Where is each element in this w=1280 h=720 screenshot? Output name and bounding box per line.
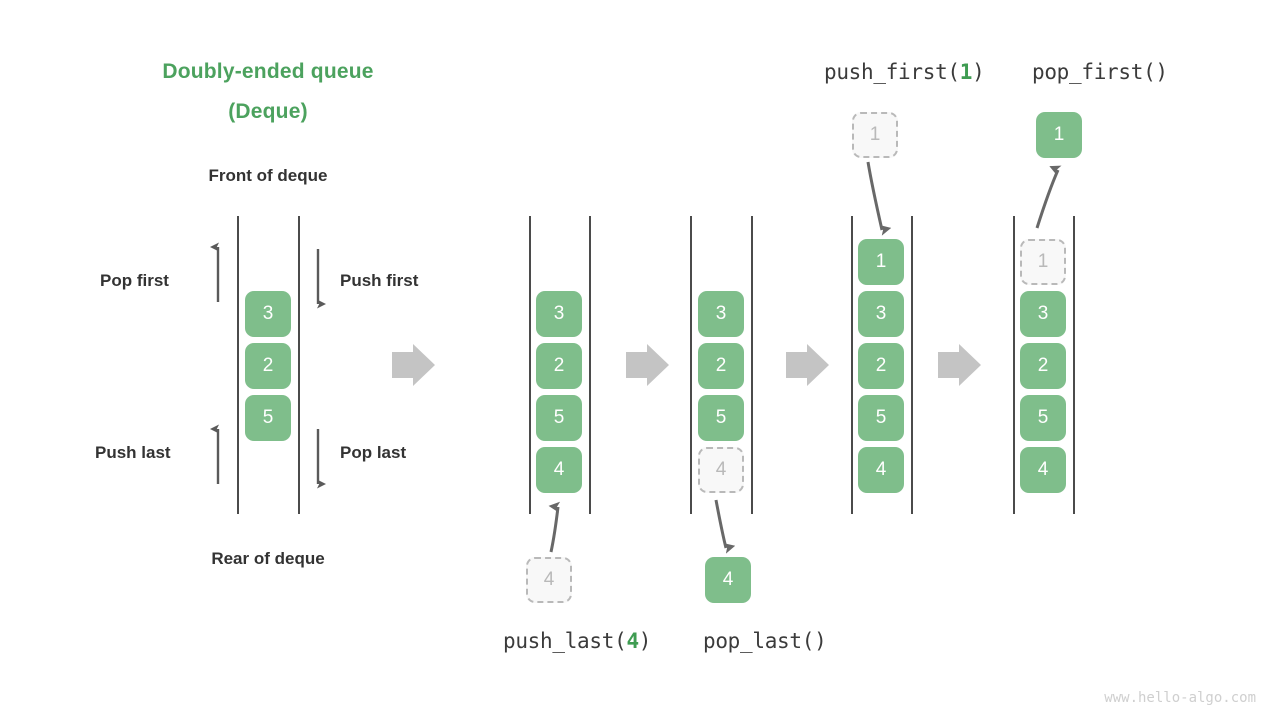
deque-cell: 2: [698, 343, 744, 389]
deque-cell: 4: [536, 447, 582, 493]
deque-rail-right-stage1: [298, 216, 300, 514]
block-arrow-3: [786, 344, 829, 386]
page-title-line2: (Deque): [228, 100, 308, 123]
incoming-cell-push-first: 1: [852, 112, 898, 158]
deque-cell: 5: [858, 395, 904, 441]
deque-rail-right-stage4: [911, 216, 913, 514]
outgoing-cell-pop-first: 1: [1036, 112, 1082, 158]
block-arrow-1: [392, 344, 435, 386]
op-label-pop-first: pop_first(): [1032, 60, 1168, 84]
deque-cell: 2: [858, 343, 904, 389]
deque-rail-left-stage3: [690, 216, 692, 514]
incoming-cell-push-last: 4: [526, 557, 572, 603]
arrow-pop-first-flow: [1035, 165, 1062, 229]
arrow-push-first-flow: [866, 161, 892, 236]
deque-cell: 4: [858, 447, 904, 493]
deque-cell: 4: [1020, 447, 1066, 493]
deque-rail-right-stage5: [1073, 216, 1075, 514]
label-front-of-deque: Front of deque: [208, 166, 328, 185]
deque-cell: 5: [536, 395, 582, 441]
label-pop-last: Pop last: [340, 443, 407, 462]
deque-rail-right-stage3: [751, 216, 753, 514]
deque-cell-removed: 4: [698, 447, 744, 493]
deque-cell: 1: [858, 239, 904, 285]
block-arrow-4: [938, 344, 981, 386]
deque-cell: 3: [245, 291, 291, 337]
label-rear-of-deque: Rear of deque: [211, 549, 325, 568]
arrow-pop-last-flow: [714, 499, 736, 554]
label-push-last: Push last: [95, 443, 171, 462]
deque-rail-left-stage2: [529, 216, 531, 514]
arrow-push-last-flow: [548, 501, 561, 553]
deque-cell: 3: [1020, 291, 1066, 337]
deque-cell: 5: [245, 395, 291, 441]
deque-cell: 2: [1020, 343, 1066, 389]
label-push-first: Push first: [340, 271, 419, 290]
watermark: www.hello-algo.com: [1104, 690, 1256, 706]
deque-cell: 3: [536, 291, 582, 337]
page-title-line1: Doubly-ended queue: [162, 60, 374, 83]
outgoing-cell-pop-last: 4: [705, 557, 751, 603]
deque-cell: 5: [1020, 395, 1066, 441]
op-label-push-last: push_last(4): [503, 629, 652, 653]
label-pop-first: Pop first: [100, 271, 169, 290]
deque-rail-left-stage5: [1013, 216, 1015, 514]
deque-cell: 2: [245, 343, 291, 389]
deque-rail-right-stage2: [589, 216, 591, 514]
deque-rail-left-stage1: [237, 216, 239, 514]
op-label-push-first: push_first(1): [824, 60, 985, 84]
op-label-pop-last: pop_last(): [703, 629, 827, 653]
deque-cell: 3: [858, 291, 904, 337]
deque-cell-removed: 1: [1020, 239, 1066, 285]
block-arrow-2: [626, 344, 669, 386]
deque-rail-left-stage4: [851, 216, 853, 514]
deque-cell: 3: [698, 291, 744, 337]
deque-cell: 2: [536, 343, 582, 389]
deque-cell: 5: [698, 395, 744, 441]
